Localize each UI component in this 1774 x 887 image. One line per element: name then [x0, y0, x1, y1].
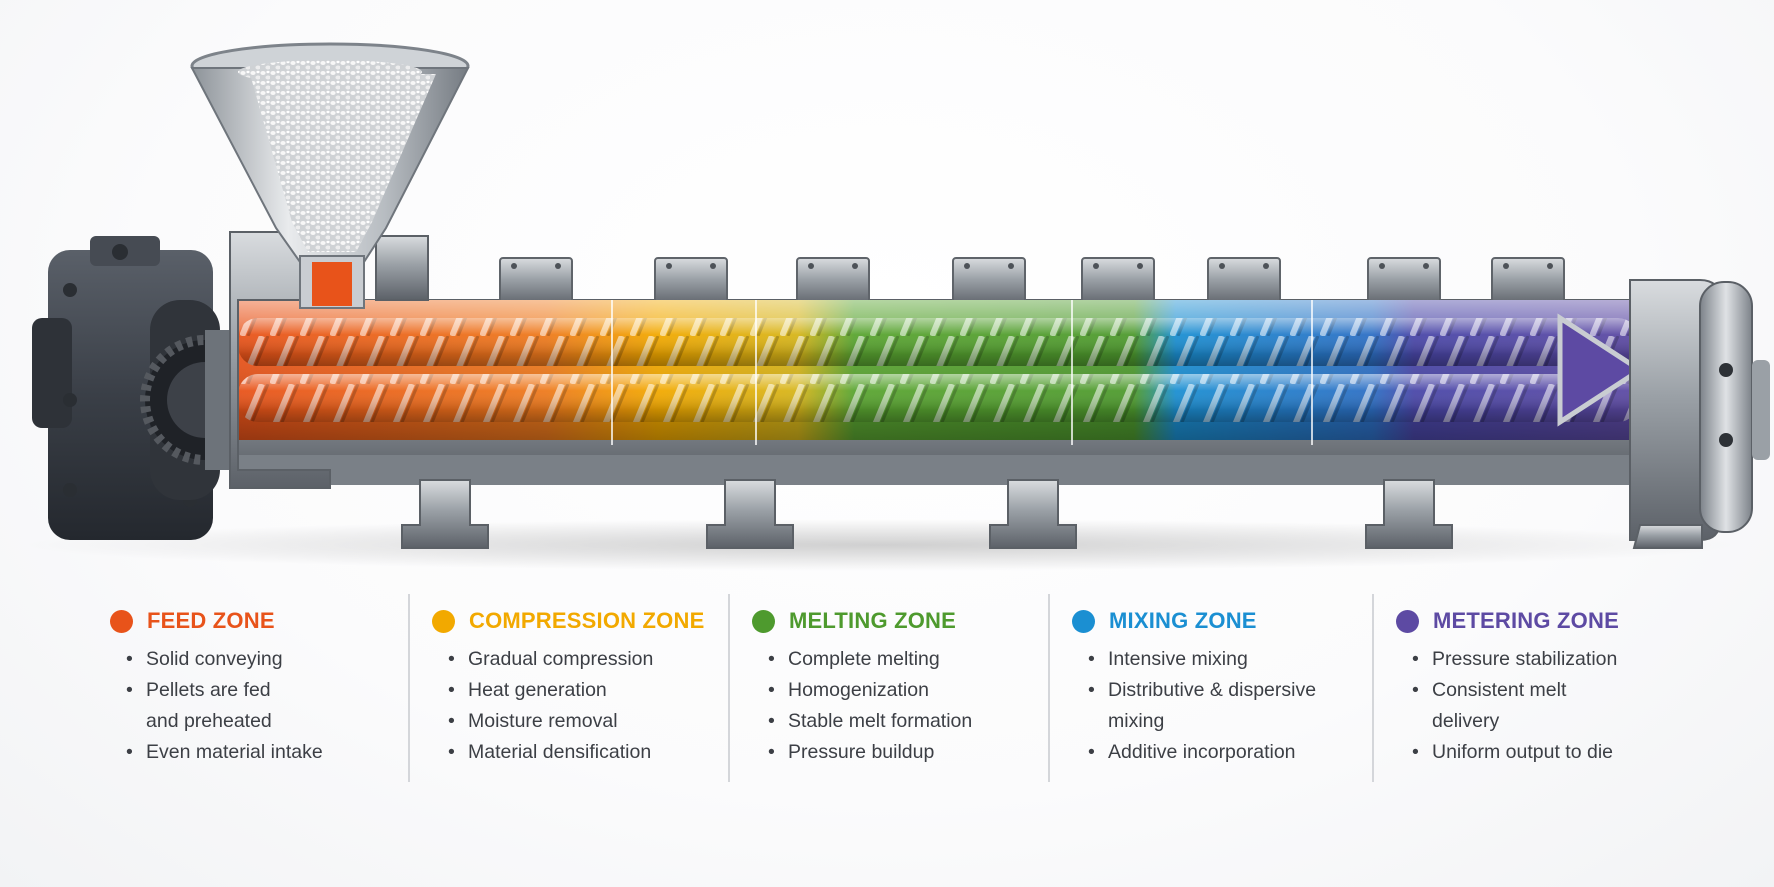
mixing-zone-dot-icon	[1072, 609, 1095, 633]
zone-bullets: Intensive mixing Distributive & dispersi…	[1072, 644, 1372, 768]
zone-title: METERING ZONE	[1433, 608, 1619, 633]
feed-zone-dot-icon	[110, 609, 133, 633]
list-item: Pressure stabilization	[1412, 644, 1708, 675]
zone-legend: FEED ZONE Solid conveying Pellets are fe…	[88, 594, 1708, 794]
zone-title: COMPRESSION ZONE	[469, 608, 705, 633]
list-item: Pressure buildup	[768, 737, 1048, 768]
zone-title: FEED ZONE	[147, 608, 275, 633]
extruder-illustration	[20, 42, 1770, 571]
zone-title: MELTING ZONE	[789, 608, 956, 633]
list-item: Solid conveying	[126, 644, 408, 675]
hopper-icon	[190, 42, 470, 309]
list-item: Uniform output to die	[1412, 737, 1708, 768]
list-item: Gradual compression	[448, 644, 728, 675]
list-item: Additive incorporation	[1088, 737, 1372, 768]
list-item: Moisture removal	[448, 706, 728, 737]
cutaway-chamber	[238, 300, 1645, 445]
list-item: Stable melt formation	[768, 706, 1048, 737]
zone-melting: MELTING ZONE Complete melting Homogeniza…	[728, 594, 1048, 782]
metering-zone-dot-icon	[1396, 609, 1419, 633]
zone-bullets: Pressure stabilization Consistent melt d…	[1396, 644, 1708, 768]
zone-bullets: Solid conveying Pellets are fed and preh…	[110, 644, 408, 768]
support-feet	[401, 479, 1703, 549]
melting-zone-dot-icon	[752, 609, 775, 633]
list-item: Intensive mixing	[1088, 644, 1372, 675]
list-item: Consistent melt delivery	[1412, 675, 1708, 737]
zone-feed: FEED ZONE Solid conveying Pellets are fe…	[88, 594, 408, 782]
floor-shadow	[20, 519, 1740, 571]
list-item: Homogenization	[768, 675, 1048, 706]
zone-mixing: MIXING ZONE Intensive mixing Distributiv…	[1048, 594, 1372, 782]
list-item: Heat generation	[448, 675, 728, 706]
zone-metering: METERING ZONE Pressure stabilization Con…	[1372, 594, 1708, 782]
zone-bullets: Complete melting Homogenization Stable m…	[752, 644, 1048, 768]
zone-title: MIXING ZONE	[1109, 608, 1257, 633]
zone-compression: COMPRESSION ZONE Gradual compression Hea…	[408, 594, 728, 782]
list-item: Even material intake	[126, 737, 408, 768]
zone-bullets: Gradual compression Heat generation Mois…	[432, 644, 728, 768]
list-item: Complete melting	[768, 644, 1048, 675]
compression-zone-dot-icon	[432, 609, 455, 633]
list-item: Pellets are fed and preheated	[126, 675, 408, 737]
list-item: Material densification	[448, 737, 728, 768]
list-item: Distributive & dispersive mixing	[1088, 675, 1372, 737]
feed-housing	[229, 231, 429, 489]
die-head-icon	[1629, 279, 1770, 541]
